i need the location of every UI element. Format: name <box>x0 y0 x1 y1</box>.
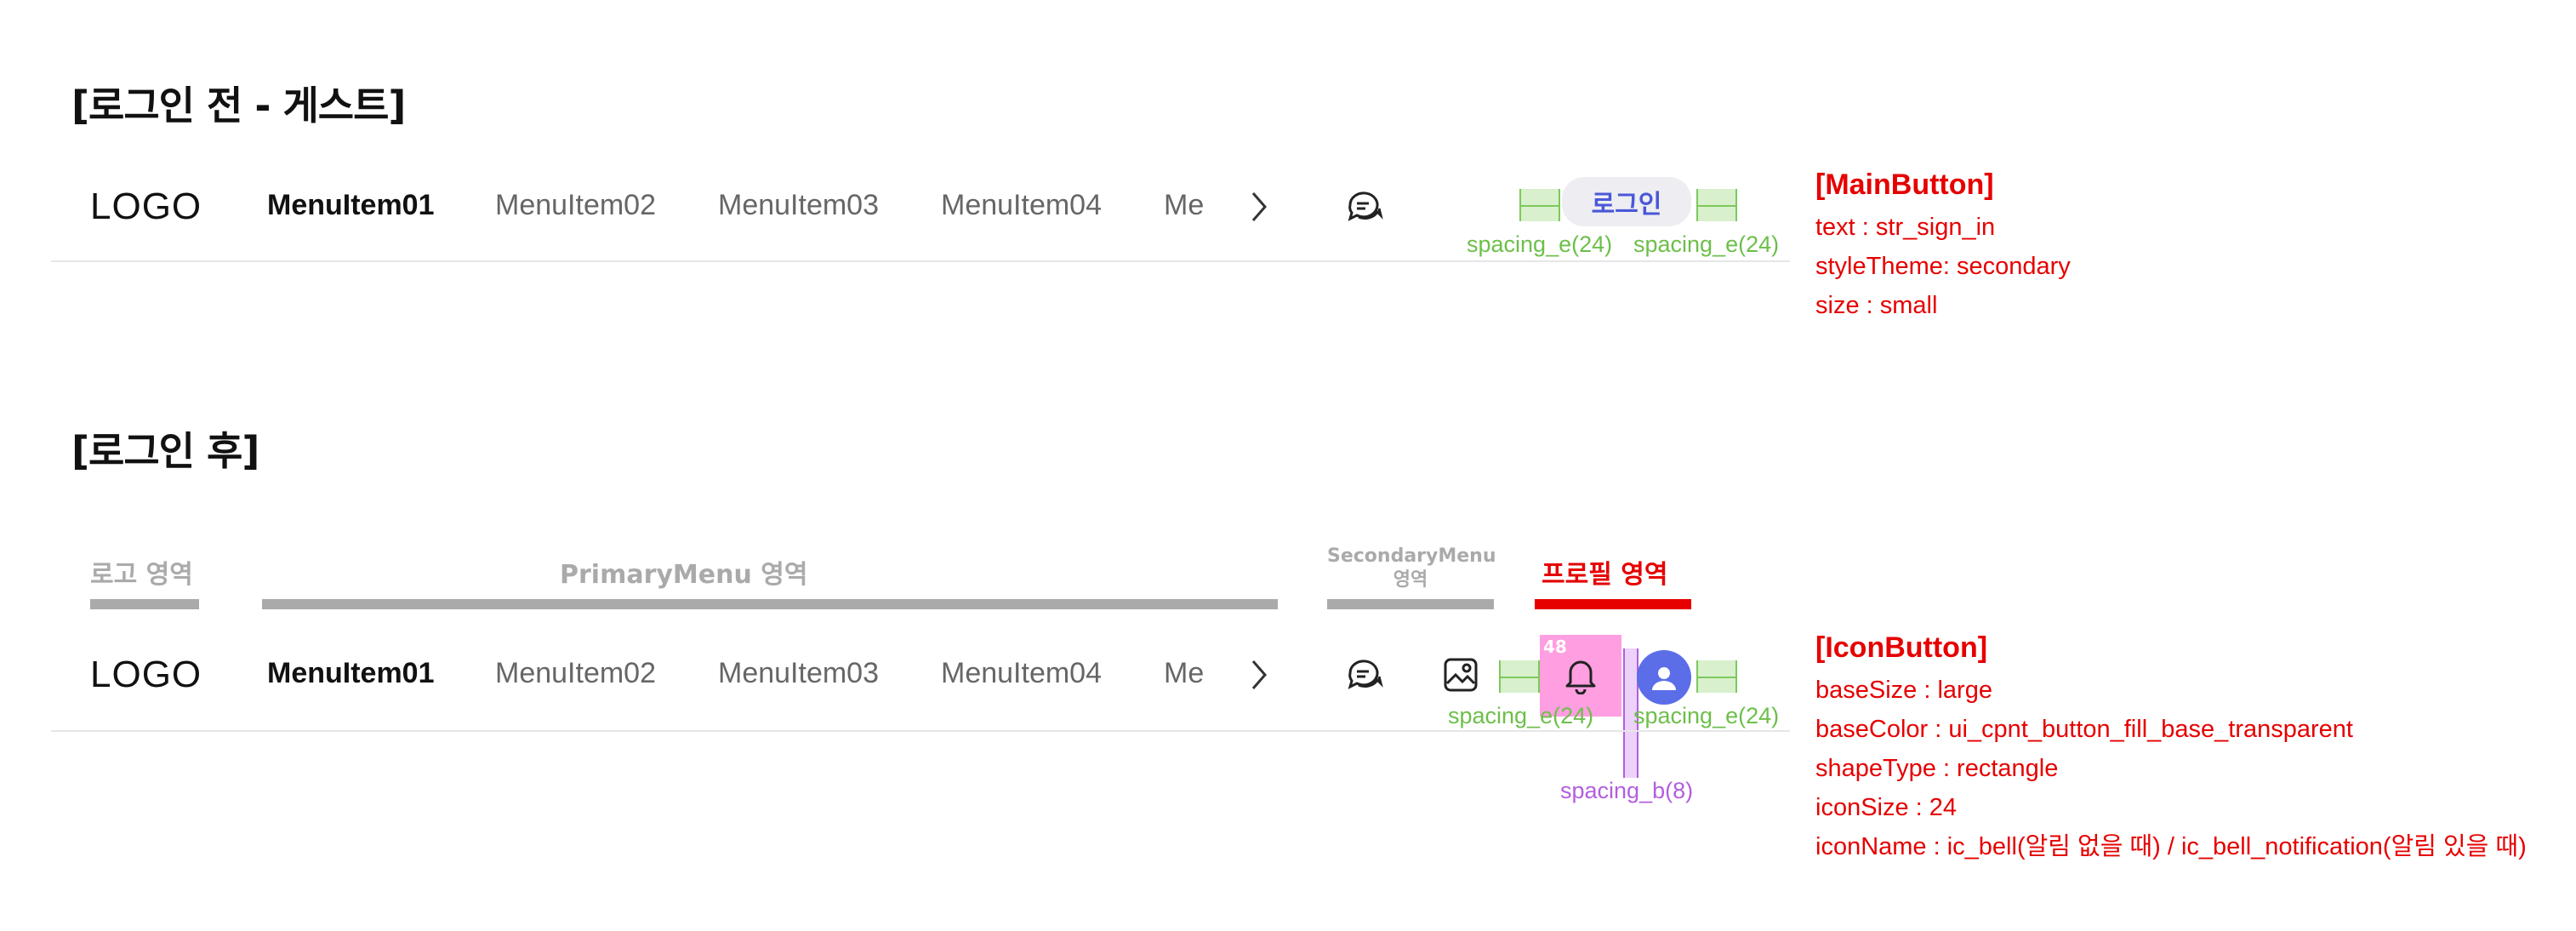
profile-area-bar <box>1535 599 1691 609</box>
member-spacing-left-marker <box>1499 660 1540 693</box>
profile-area-label: 프로필 영역 <box>1542 560 1668 590</box>
icon-button-annotation-line: baseSize : large <box>1815 677 1992 704</box>
bell-icon <box>1560 655 1601 696</box>
member-spacing-right-label: spacing_e(24) <box>1633 703 1780 728</box>
guest-menu-item-03[interactable]: MenuItem03 <box>718 189 879 221</box>
member-menu-item-03[interactable]: MenuItem03 <box>718 657 879 689</box>
icon-button-annotation-title: [IconButton] <box>1815 631 1988 664</box>
secondary-menu-area-label: SecondaryMenu 영역 <box>1327 545 1496 592</box>
member-menu-item-05[interactable]: Me <box>1164 657 1205 689</box>
secondary-menu-area-label-line1: SecondaryMenu <box>1327 545 1496 567</box>
guest-chevron-right-icon[interactable] <box>1242 186 1276 228</box>
bell-spacing-label: spacing_b(8) <box>1560 778 1694 803</box>
guest-chat-bubbles-icon[interactable] <box>1341 184 1387 230</box>
login-button[interactable]: 로그인 <box>1562 177 1691 226</box>
bell-icon-button[interactable]: 48 <box>1540 635 1621 717</box>
main-button-annotation-line: styleTheme: secondary <box>1815 253 2071 280</box>
guest-spacing-right-marker <box>1696 189 1737 221</box>
guest-header-divider <box>51 260 1790 262</box>
primary-menu-area-label: PrimaryMenu 영역 <box>560 560 808 590</box>
secondary-menu-area-bar <box>1327 599 1494 609</box>
guest-menu-item-05[interactable]: Me <box>1164 189 1205 221</box>
guest-menu-item-04[interactable]: MenuItem04 <box>941 189 1102 221</box>
image-icon[interactable] <box>1438 652 1484 698</box>
main-button-annotation-line: size : small <box>1815 292 1938 319</box>
icon-button-annotation-line: baseColor : ui_cpnt_button_fill_base_tra… <box>1815 716 2353 743</box>
bell-size-badge: 48 <box>1543 637 1567 657</box>
primary-menu-area-bar <box>262 599 1278 609</box>
guest-section-title: [로그인 전 - 게스트] <box>71 83 406 129</box>
person-icon <box>1652 667 1676 690</box>
icon-button-annotation-line: shapeType : rectangle <box>1815 755 2059 782</box>
member-menu-item-04[interactable]: MenuItem04 <box>941 657 1102 689</box>
guest-spacing-left-label: spacing_e(24) <box>1467 231 1613 257</box>
member-chevron-right-icon[interactable] <box>1242 654 1276 696</box>
guest-spacing-right-label: spacing_e(24) <box>1633 231 1780 257</box>
logo-area-bar <box>90 599 199 609</box>
bell-spacing-marker <box>1623 648 1638 778</box>
icon-button-annotation-line: iconName : ic_bell(알림 없을 때) / ic_bell_no… <box>1815 833 2527 860</box>
logo-area-label: 로고 영역 <box>90 560 193 590</box>
guest-spacing-left-marker <box>1519 189 1560 221</box>
guest-logo[interactable]: LOGO <box>90 186 202 227</box>
avatar[interactable] <box>1637 650 1691 705</box>
guest-menu-item-02[interactable]: MenuItem02 <box>495 189 656 221</box>
main-button-annotation-title: [MainButton] <box>1815 168 1994 201</box>
member-logo[interactable]: LOGO <box>90 654 202 695</box>
member-menu-item-01[interactable]: MenuItem01 <box>267 657 435 689</box>
main-button-annotation-line: text : str_sign_in <box>1815 214 1996 241</box>
member-header-divider <box>51 730 1790 732</box>
guest-menu-item-01[interactable]: MenuItem01 <box>267 189 435 221</box>
member-spacing-left-label: spacing_e(24) <box>1448 703 1594 728</box>
member-menu-item-02[interactable]: MenuItem02 <box>495 657 656 689</box>
member-chat-bubbles-icon[interactable] <box>1341 652 1387 698</box>
member-section-title: [로그인 후] <box>71 428 259 474</box>
secondary-menu-area-label-line2: 영역 <box>1393 569 1428 591</box>
icon-button-annotation-line: iconSize : 24 <box>1815 794 1958 821</box>
member-spacing-right-marker <box>1696 660 1737 693</box>
